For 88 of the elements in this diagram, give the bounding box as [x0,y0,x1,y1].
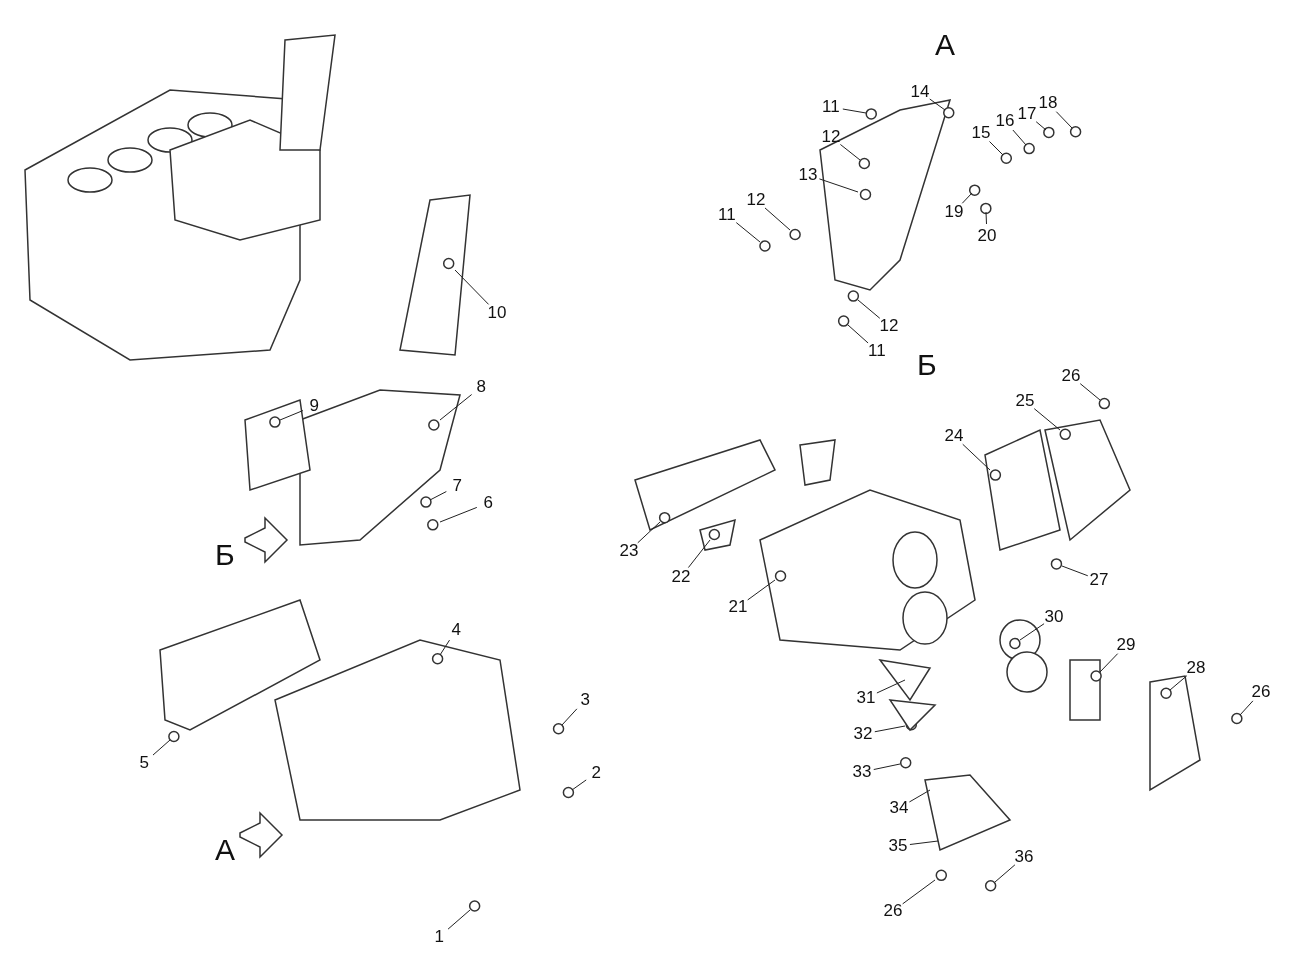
leader-line [447,909,471,930]
callout-number: 6 [482,494,494,512]
callout-number: 20 [976,227,998,245]
callout-number: 4 [450,621,462,639]
leader-line [439,394,473,421]
leader-line [1061,565,1089,577]
leader-line [571,779,587,791]
callout-number: 15 [970,124,992,142]
callout-number: 12 [820,128,842,146]
view-label: А [215,834,235,866]
leader-line [908,789,931,803]
callout-number: 12 [878,317,900,335]
callout-number: 33 [851,763,873,781]
leader-line [439,506,478,523]
callout-number: 3 [579,691,591,709]
leader-line [818,178,859,193]
callout-number: 11 [867,342,887,360]
callout-number: 34 [888,799,910,817]
callout-number: 13 [797,166,819,184]
callout-number: 26 [1250,683,1272,701]
leader-line [1033,408,1061,431]
callout-number: 9 [308,397,320,415]
callout-number: 8 [475,378,487,396]
callout-number: 23 [618,542,640,560]
leader-line [152,739,171,756]
leader-line [857,299,881,319]
callout-number: 36 [1013,848,1035,866]
callout-number: 28 [1185,659,1207,677]
callout-number: 26 [882,902,904,920]
leader-line [989,141,1004,156]
callout-number: 26 [1060,367,1082,385]
callout-number: 18 [1037,94,1059,112]
leader-line [1055,111,1073,129]
leader-line [876,679,906,694]
callout-number: 2 [590,764,602,782]
view-label: Б [215,539,235,571]
leader-line [847,324,869,344]
callout-number: 12 [745,191,767,209]
leader-line [429,491,447,501]
leader-line [929,98,946,111]
callout-number: 27 [1088,571,1110,589]
leader-line [1012,129,1027,146]
callout-number: 25 [1014,392,1036,410]
leader-line [279,410,304,421]
leader-line [637,521,661,544]
leader-line [1035,121,1047,131]
view-label: Б [917,349,937,381]
leader-line [764,207,791,231]
callout-number: 19 [943,203,965,221]
callout-number: 21 [727,598,749,616]
leader-line [909,840,939,845]
leader-line [735,222,761,243]
callout-number: 14 [909,83,931,101]
leader-line [874,725,906,733]
leader-line [687,539,711,569]
callout-number: 7 [451,477,463,495]
leader-line [454,269,490,305]
leader-line [1019,623,1045,641]
leader-line [842,108,867,114]
callout-number: 10 [486,304,508,322]
leader-line [747,579,776,601]
view-label: А [935,29,955,61]
callout-number: 31 [855,689,877,707]
callout-number: 17 [1016,105,1038,123]
leader-line [561,708,578,726]
leader-line [873,763,901,771]
callout-number: 16 [994,112,1016,130]
leader-line [961,192,973,204]
callout-number: 32 [852,725,874,743]
callout-number: 5 [138,754,150,772]
callout-number: 24 [943,427,965,445]
leader-line [994,864,1016,883]
leader-line [1079,383,1101,401]
leader-line [962,443,991,471]
callout-number: 29 [1115,636,1137,654]
leader-line [839,143,861,161]
leader-line [1169,675,1188,691]
leader-line [902,879,936,905]
leader-line [985,211,987,225]
callout-number: 11 [821,98,841,116]
callout-number: 35 [887,837,909,855]
callout-number: 1 [433,928,445,946]
leader-line [1239,700,1254,716]
leader-line [1099,653,1119,673]
callout-number: 11 [717,206,737,224]
callout-number: 30 [1043,608,1065,626]
callout-number: 22 [670,568,692,586]
leader-line [439,639,451,656]
